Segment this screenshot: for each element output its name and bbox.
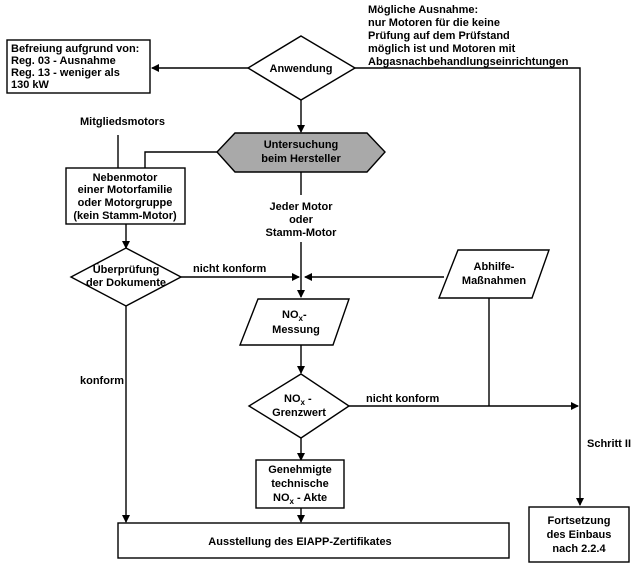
genehmigte-line2: technische	[271, 478, 328, 490]
schritt-label: Schritt II	[587, 438, 631, 450]
nox-grenzwert-sub: x	[301, 398, 306, 407]
genehmigte-frame	[255, 459, 345, 509]
fortsetzung-box: Fortsetzung des Einbaus nach 2.2.4	[528, 506, 630, 563]
nox-grenzwert-diamond	[247, 373, 351, 439]
untersuchung-hexagon	[216, 132, 386, 173]
genehmigte-line3: NOx - Akte	[273, 492, 327, 506]
genehmigte-line1: Genehmigte	[268, 464, 332, 476]
nicht-konform-label-1: nicht konform	[193, 263, 267, 275]
genehmigte-sub: x	[290, 497, 295, 506]
ueberpruefung-line2: der Dokumente	[86, 277, 166, 289]
nox-messung-line1: NOx-	[282, 309, 307, 323]
ueberpruefung-decision: Überprüfung der Dokumente	[69, 247, 183, 307]
nebenmotor-line3: oder Motorgruppe	[78, 197, 173, 209]
eiapp-frame	[117, 522, 510, 559]
nox-messung-line2: Messung	[272, 324, 320, 336]
abhilfe-parallelogram	[437, 249, 550, 299]
nox-grenzwert-line2: Grenzwert	[272, 407, 326, 419]
genehmigte-no: NO	[273, 492, 290, 504]
anwendung-label: Anwendung	[270, 63, 333, 75]
exemption-box-frame	[6, 39, 151, 94]
jeder-motor-label: Jeder Motor oder Stamm-Motor	[266, 201, 338, 239]
nebenmotor-line4: (kein Stamm-Motor)	[73, 210, 177, 222]
anwendung-decision: Anwendung	[246, 35, 357, 101]
anwendung-diamond	[246, 35, 357, 101]
fortsetzung-line1: Fortsetzung	[548, 515, 611, 527]
nebenmotor-line1: Nebenmotor	[93, 172, 159, 184]
jeder-motor-line3: Stamm-Motor	[266, 227, 338, 239]
connectors	[117, 64, 584, 523]
nox-grenzwert-line1: NOx -	[284, 393, 312, 407]
abhilfe-line2: Maßnahmen	[462, 275, 526, 287]
nicht-konform-label-2: nicht konform	[366, 393, 440, 405]
nox-messung-no: NO	[282, 309, 299, 321]
untersuchung-line1: Untersuchung	[264, 139, 339, 151]
nox-grenzwert-decision: NOx - Grenzwert	[247, 373, 351, 439]
abhilfe-step: Abhilfe- Maßnahmen	[437, 249, 550, 299]
ueberpruefung-line1: Überprüfung	[93, 263, 160, 276]
fortsetzung-line3: nach 2.2.4	[552, 543, 606, 555]
genehmigte-rest: - Akte	[294, 492, 327, 504]
nox-grenzwert-no: NO	[284, 393, 301, 405]
exception-note-line2: nur Motoren für die keine	[368, 17, 500, 29]
nox-messung-dash: -	[303, 309, 307, 321]
exception-note-line4: möglich ist und Motoren mit	[368, 43, 516, 55]
nox-messung-step: NOx- Messung	[238, 298, 350, 346]
exemption-line4: 130 kW	[11, 79, 50, 91]
exemption-line3: Reg. 13 - weniger als	[11, 67, 120, 79]
jeder-motor-line2: oder	[289, 214, 314, 226]
line-to-nebenmotor	[144, 151, 217, 168]
exception-note-line1: Mögliche Ausnahme:	[368, 4, 478, 16]
genehmigte-box: Genehmigte technische NOx - Akte	[255, 459, 345, 509]
exemption-line1: Befreiung aufgrund von:	[11, 43, 139, 55]
nox-messung-sub: x	[299, 314, 304, 323]
untersuchung-line2: beim Hersteller	[261, 153, 341, 165]
arrow-exception-to-fortsetzung	[355, 67, 584, 506]
konform-label: konform	[80, 375, 124, 387]
nox-messung-parallelogram	[238, 298, 350, 346]
nox-grenzwert-dash: -	[305, 393, 312, 405]
untersuchung-step: Untersuchung beim Hersteller	[216, 132, 386, 173]
nebenmotor-frame	[65, 167, 186, 225]
nebenmotor-box: Nebenmotor einer Motorfamilie oder Motor…	[65, 167, 186, 225]
exemption-box: Befreiung aufgrund von: Reg. 03 - Ausnah…	[6, 39, 151, 94]
fortsetzung-line2: des Einbaus	[547, 529, 612, 541]
exemption-line2: Reg. 03 - Ausnahme	[11, 55, 116, 67]
eiapp-box: Ausstellung des EIAPP-Zertifikates	[117, 522, 510, 559]
nebenmotor-line2: einer Motorfamilie	[78, 184, 173, 196]
mitgliedsmotors-label: Mitgliedsmotors	[80, 116, 165, 128]
exception-note: Mögliche Ausnahme: nur Motoren für die k…	[368, 4, 569, 68]
exception-note-line3: Prüfung auf dem Prüfstand	[368, 30, 510, 42]
fortsetzung-frame	[528, 506, 630, 563]
eiapp-label: Ausstellung des EIAPP-Zertifikates	[208, 536, 391, 548]
ueberpruefung-diamond	[69, 247, 183, 307]
jeder-motor-line1: Jeder Motor	[270, 201, 334, 213]
exception-note-line5: Abgasnachbehandlungseinrichtungen	[368, 56, 569, 68]
abhilfe-line1: Abhilfe-	[474, 261, 515, 273]
